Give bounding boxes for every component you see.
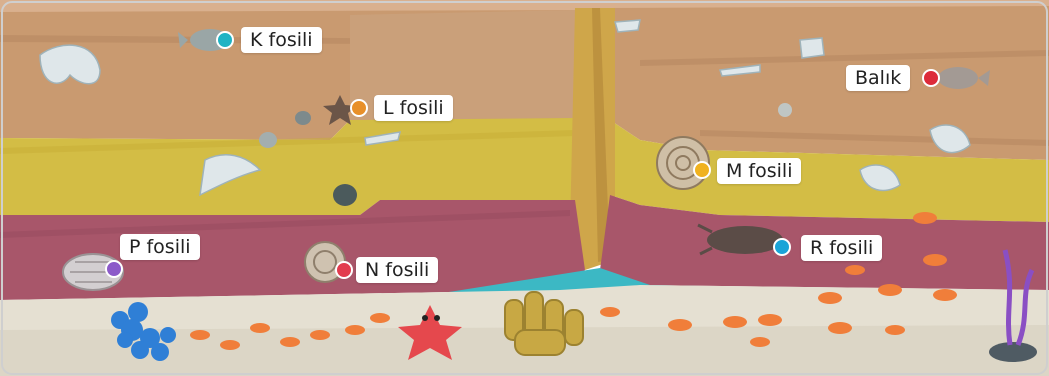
r-fossil-label: R fosili xyxy=(801,235,882,261)
balik-label: Balık xyxy=(846,65,910,91)
m-fossil-marker xyxy=(693,161,711,179)
n-fossil-marker xyxy=(335,261,353,279)
k-fossil-label: K fosili xyxy=(241,27,322,53)
k-fossil-marker xyxy=(216,31,234,49)
p-fossil-marker xyxy=(105,260,123,278)
l-fossil-marker xyxy=(350,99,368,117)
n-fossil-label: N fosili xyxy=(356,257,438,283)
p-fossil-label: P fosili xyxy=(120,234,200,260)
m-fossil-label: M fosili xyxy=(717,158,801,184)
r-fossil-marker xyxy=(773,238,791,256)
balik-marker xyxy=(922,69,940,87)
l-fossil-label: L fosili xyxy=(374,95,453,121)
